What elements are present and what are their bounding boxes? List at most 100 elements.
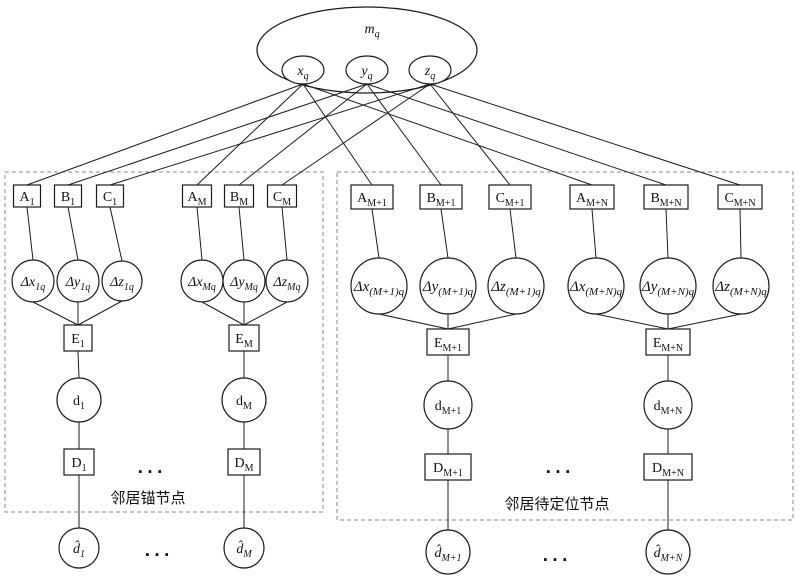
edge-xq-AMN <box>302 83 593 186</box>
node-BM1 <box>419 184 463 210</box>
node-dh1 <box>58 527 100 569</box>
label-DM: DM <box>234 456 253 474</box>
label-dx1: Δx1q <box>20 275 45 293</box>
edge-dxM1-EM1 <box>378 313 449 330</box>
edge-dzMN-EMN <box>667 313 742 330</box>
label-A1: A1 <box>19 190 34 208</box>
edge-AM1-dxM1 <box>371 208 380 259</box>
node-dxMN <box>567 257 625 315</box>
label-DM1: DM+1 <box>433 461 463 479</box>
label-dzM1: Δz(M+1)q <box>490 279 541 298</box>
node-C1 <box>95 184 125 208</box>
node-AM <box>181 184 213 208</box>
ellipsis-0: ... <box>137 459 166 477</box>
node-CMN <box>717 184 763 210</box>
node-zq <box>408 55 452 85</box>
ellipsis-2: ... <box>144 542 173 560</box>
label-CMN: CM+N <box>724 191 755 209</box>
node-EM1 <box>426 328 470 356</box>
region-label-unlocated: 邻居待定位节点 <box>504 496 609 513</box>
label-AM: AM <box>187 190 206 208</box>
node-dzMN <box>712 257 770 315</box>
edge-AM-dxM <box>196 206 203 261</box>
edge-zq-CM1 <box>429 83 511 186</box>
node-B1 <box>53 184 83 208</box>
node-d1 <box>56 377 102 423</box>
label-B1: B1 <box>61 190 75 208</box>
node-D1 <box>63 448 95 476</box>
node-yq <box>345 55 389 85</box>
node-AMN <box>569 184 615 210</box>
node-dzM1 <box>487 257 545 315</box>
edge-C1-dz1 <box>109 206 123 262</box>
node-dhM <box>223 527 265 569</box>
node-xq <box>281 55 325 85</box>
edge-E1-d1 <box>77 350 80 379</box>
node-E1 <box>63 324 93 352</box>
node-BM <box>223 184 255 208</box>
region-box-unlocated <box>336 171 794 521</box>
label-xq: xq <box>296 64 308 82</box>
ellipsis-3: ... <box>542 547 571 565</box>
edge-xq-A1 <box>26 83 304 186</box>
label-D1: D1 <box>71 456 86 474</box>
label-dxM1: Δx(M+1)q <box>353 279 405 298</box>
label-dxM: ΔxMq <box>187 275 216 293</box>
edge-zq-CMN <box>429 83 741 186</box>
label-dhM1: d̂M+1 <box>434 544 461 564</box>
edge-yq-BM1 <box>366 83 442 186</box>
label-CM1: CM+1 <box>496 191 525 209</box>
label-yq: yq <box>359 64 372 82</box>
node-dyM1 <box>419 257 477 315</box>
edge-CM1-dzM1 <box>509 208 517 259</box>
label-dyM1: Δy(M+1)q <box>422 279 474 298</box>
label-dhMN: d̂M+N <box>654 544 684 564</box>
label-dyMN: Δy(M+N)q <box>641 279 695 298</box>
label-dxMN: Δx(M+N)q <box>569 279 623 298</box>
node-dz1 <box>101 260 143 302</box>
ellipsis-1: ... <box>545 459 574 477</box>
node-dMN <box>643 380 693 430</box>
node-DMN <box>643 453 693 481</box>
label-dyM: ΔyMq <box>229 275 258 293</box>
label-CM: CM <box>273 190 291 208</box>
label-EM: EM <box>235 332 253 350</box>
node-dzM <box>265 259 309 303</box>
label-BMN: BM+N <box>650 191 681 209</box>
label-AMN: AM+N <box>576 191 608 209</box>
node-dhM1 <box>425 529 471 575</box>
edge-A1-dx1 <box>26 206 34 261</box>
edge-yq-BMN <box>366 83 667 186</box>
edge-BM-dyM <box>238 206 245 261</box>
node-dxM1 <box>350 257 408 315</box>
edge-BMN-dyMN <box>665 208 669 259</box>
node-EMN <box>645 328 691 356</box>
edge-yq-BM <box>238 83 368 186</box>
node-AM1 <box>350 184 394 210</box>
edge-yq-B1 <box>67 83 368 186</box>
label-zq: zq <box>424 64 435 82</box>
node-dyMN <box>639 257 697 315</box>
label-DMN: DM+N <box>652 461 684 479</box>
node-CM <box>266 184 298 208</box>
edge-CMN-dzMN <box>739 208 742 259</box>
node-dy1 <box>56 259 100 303</box>
label-AM1: AM+1 <box>357 191 387 209</box>
edge-dz1-E1 <box>77 300 123 326</box>
edge-dx1-E1 <box>32 301 79 326</box>
label-dzMN: Δz(M+N)q <box>714 279 767 298</box>
edge-zq-C1 <box>109 83 431 186</box>
node-DM1 <box>424 453 472 481</box>
edge-zq-CM <box>281 83 431 186</box>
label-dz1: Δz1q <box>109 275 134 293</box>
label-BM: BM <box>230 190 248 208</box>
node-CM1 <box>488 184 532 210</box>
node-BMN <box>643 184 689 210</box>
mq-label: mq <box>364 22 379 40</box>
node-dM1 <box>423 380 473 430</box>
edge-dxM-EM <box>201 301 245 326</box>
label-BM1: BM+1 <box>427 191 456 209</box>
edge-CM-dzM <box>281 206 288 261</box>
